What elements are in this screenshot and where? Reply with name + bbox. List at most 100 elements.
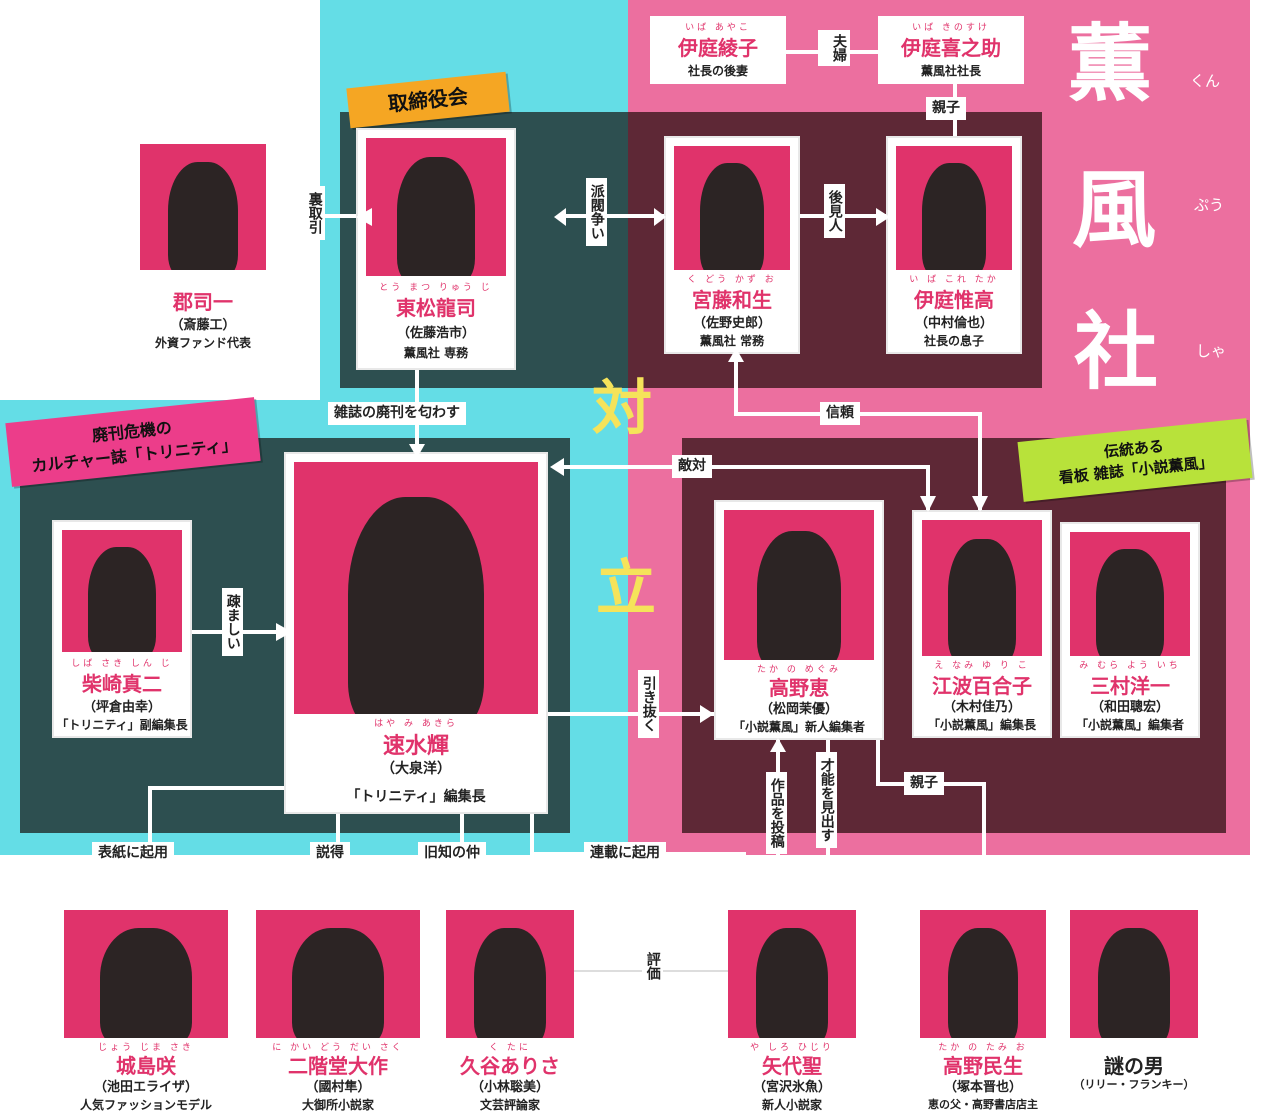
card-hayami[interactable]: はや み あきら 速水輝 （大泉洋） 「トリニティ」編集長	[284, 452, 548, 814]
name-gunji: 郡司一	[173, 290, 233, 314]
arrow-head-icon	[770, 738, 786, 752]
portrait-icon	[88, 547, 156, 652]
actor-miyafuji: （佐野史郎）	[692, 316, 771, 331]
line-enemy-h	[560, 465, 930, 469]
name-jojima: 城島咲	[116, 1054, 176, 1078]
ruby-yashiro: や しろ ひじり	[750, 1043, 834, 1053]
card-shibasaki[interactable]: しば さき しん じ 柴崎真二 （坪倉由幸） 「トリニティ」副編集長	[52, 520, 192, 738]
arrow-head-icon	[409, 444, 425, 458]
actor-tomatsu: （佐藤浩市）	[396, 326, 475, 341]
rel-koukennin: 後見人	[824, 184, 845, 238]
actor-yashiro: （宮沢氷魚）	[752, 1080, 831, 1095]
portrait-icon	[948, 539, 1016, 656]
company-ruby-3: しゃ	[1196, 342, 1227, 360]
card-mimura[interactable]: み むら よう いち 三村洋一 （和田聰宏） 「小説薫風」編集者	[1060, 522, 1200, 738]
rel-hikinuku: 引き抜く	[638, 670, 659, 738]
photo-enami	[922, 520, 1042, 656]
arrow-head-icon	[276, 623, 292, 641]
ruby-tomatsu: とう まつ りゅう じ	[379, 283, 493, 293]
name-enami: 江波百合子	[932, 674, 1032, 698]
ruby-takano: たか の めぐみ	[757, 665, 841, 675]
role-takano: 「小説薫風」新人編集者	[732, 720, 865, 734]
line-hayami-bottom	[148, 786, 152, 886]
card-gunji[interactable]: ぐん じ はじめ 郡司一 （斎藤工） 外資ファンド代表	[136, 140, 270, 352]
ruby-miyafuji: く どう かず お	[687, 275, 777, 285]
portrait-icon	[396, 157, 476, 276]
card-miyafuji[interactable]: く どう かず お 宮藤和生 （佐野史郎） 薫風社 常務	[664, 136, 800, 354]
portrait-icon	[474, 927, 546, 1038]
ruby-nikaido: に かい どう だい さく	[272, 1043, 404, 1053]
rel-oyako-1: 親子	[926, 97, 966, 120]
name-nikaido: 二階堂大作	[288, 1054, 388, 1078]
photo-takano-tamio	[920, 910, 1046, 1038]
card-nikaido[interactable]: に かい どう だい さく 二階堂大作 （國村隼） 大御所小説家	[250, 906, 426, 1114]
card-takano[interactable]: たか の めぐみ 高野恵 （松岡茉優） 「小説薫風」新人編集者	[714, 500, 884, 740]
card-tomatsu[interactable]: とう まつ りゅう じ 東松龍司 （佐藤浩市） 薫風社 専務	[356, 128, 516, 370]
actor-kutani: （小林聡美）	[470, 1080, 549, 1095]
rel-uratorihiki: 裏取引	[304, 186, 325, 240]
role-jojima: 人気ファッションモデル	[79, 1098, 212, 1112]
role-miyafuji: 薫風社 常務	[699, 334, 765, 348]
ruby-hayami: はや み あきら	[374, 719, 458, 729]
rel-hyouka: 評価	[642, 946, 663, 986]
name-koretaka: 伊庭惟高	[914, 288, 994, 312]
name-kinosuke: 伊庭喜之助	[901, 36, 1001, 60]
line-hayami-bottom-h	[148, 786, 290, 790]
role-gunji: 外資ファンド代表	[154, 336, 251, 350]
name-miyafuji: 宮藤和生	[692, 288, 772, 312]
actor-mimura: （和田聰宏）	[1090, 700, 1169, 715]
name-tomatsu: 東松龍司	[396, 296, 476, 320]
arrow-head-icon	[356, 208, 372, 226]
line-rensai	[530, 808, 534, 854]
rel-rensai: 連載に起用	[584, 842, 666, 865]
name-takano-tamio: 高野民生	[943, 1054, 1023, 1078]
name-ayako: 伊庭綾子	[678, 36, 758, 60]
line-tomatsu-miyafuji	[566, 214, 666, 218]
card-yashiro[interactable]: や しろ ひじり 矢代聖 （宮沢氷魚） 新人小説家	[722, 906, 862, 1114]
card-koretaka[interactable]: い ば これ たか 伊庭惟高 （中村倫也） 社長の息子	[886, 136, 1022, 354]
ruby-kutani: く たに	[489, 1043, 531, 1053]
actor-shibasaki: （坪倉由幸）	[82, 700, 161, 715]
actor-enami: （木村佳乃）	[942, 700, 1021, 715]
company-ruby-1: くん	[1190, 72, 1221, 90]
ruby-enami: え なみ ゆ り こ	[934, 661, 1030, 671]
name-yashiro: 矢代聖	[762, 1054, 822, 1078]
role-yashiro: 新人小説家	[761, 1098, 822, 1112]
photo-takano	[724, 510, 874, 660]
actor-hayami: （大泉洋）	[381, 761, 451, 777]
actor-nikaido: （國村隼）	[305, 1080, 371, 1095]
company-char-3: 社	[1074, 302, 1159, 401]
ruby-ayako: いば あやこ	[685, 23, 751, 33]
card-enami[interactable]: え なみ ゆ り こ 江波百合子 （木村佳乃） 「小説薫風」編集長	[912, 510, 1052, 738]
role-shibasaki: 「トリニティ」副編集長	[56, 718, 188, 732]
role-ayako: 社長の後妻	[687, 64, 748, 78]
arrow-head-icon	[728, 348, 744, 362]
actor-takano: （松岡茉優）	[759, 702, 838, 717]
card-kinosuke[interactable]: いば きのすけ 伊庭喜之助 薫風社社長	[878, 16, 1024, 84]
photo-koretaka	[896, 146, 1012, 270]
card-takano-tamio[interactable]: たか の たみ お 高野民生 （塚本晋也） 恵の父・高野書店店主	[908, 906, 1058, 1114]
actor-koretaka: （中村倫也）	[914, 316, 993, 331]
portrait-icon	[756, 927, 828, 1038]
portrait-icon	[1096, 549, 1164, 656]
company-char-2: 風	[1072, 160, 1157, 259]
arrow-head-icon	[550, 458, 564, 476]
card-ayako[interactable]: いば あやこ 伊庭綾子 社長の後妻	[650, 16, 786, 84]
role-kinosuke: 薫風社社長	[920, 64, 981, 78]
card-jojima[interactable]: じょう じま さき 城島咲 （池田エライザ） 人気ファッションモデル	[58, 906, 234, 1114]
line-enemy-v	[926, 465, 930, 511]
line-trust-right	[978, 412, 982, 512]
ruby-mimura: み むら よう いち	[1079, 661, 1181, 671]
card-kutani[interactable]: く たに 久谷ありさ （小林聡美） 文芸評論家	[440, 906, 580, 1114]
photo-jojima	[64, 910, 228, 1038]
name-shibasaki: 柴崎真二	[82, 672, 162, 696]
portrait-icon	[167, 161, 239, 270]
rel-hyoushi: 表紙に起用	[92, 842, 174, 865]
card-nazo[interactable]: 謎の男 （リリー・フランキー）	[1064, 906, 1204, 1114]
actor-gunji: （斎藤工）	[170, 318, 236, 333]
photo-mimura	[1070, 532, 1190, 656]
ruby-koretaka: い ば これ たか	[909, 275, 999, 285]
ruby-shibasaki: しば さき しん じ	[71, 659, 173, 669]
role-tomatsu: 薫風社 専務	[403, 346, 469, 360]
ruby-gunji: ぐん じ はじめ	[161, 275, 245, 285]
